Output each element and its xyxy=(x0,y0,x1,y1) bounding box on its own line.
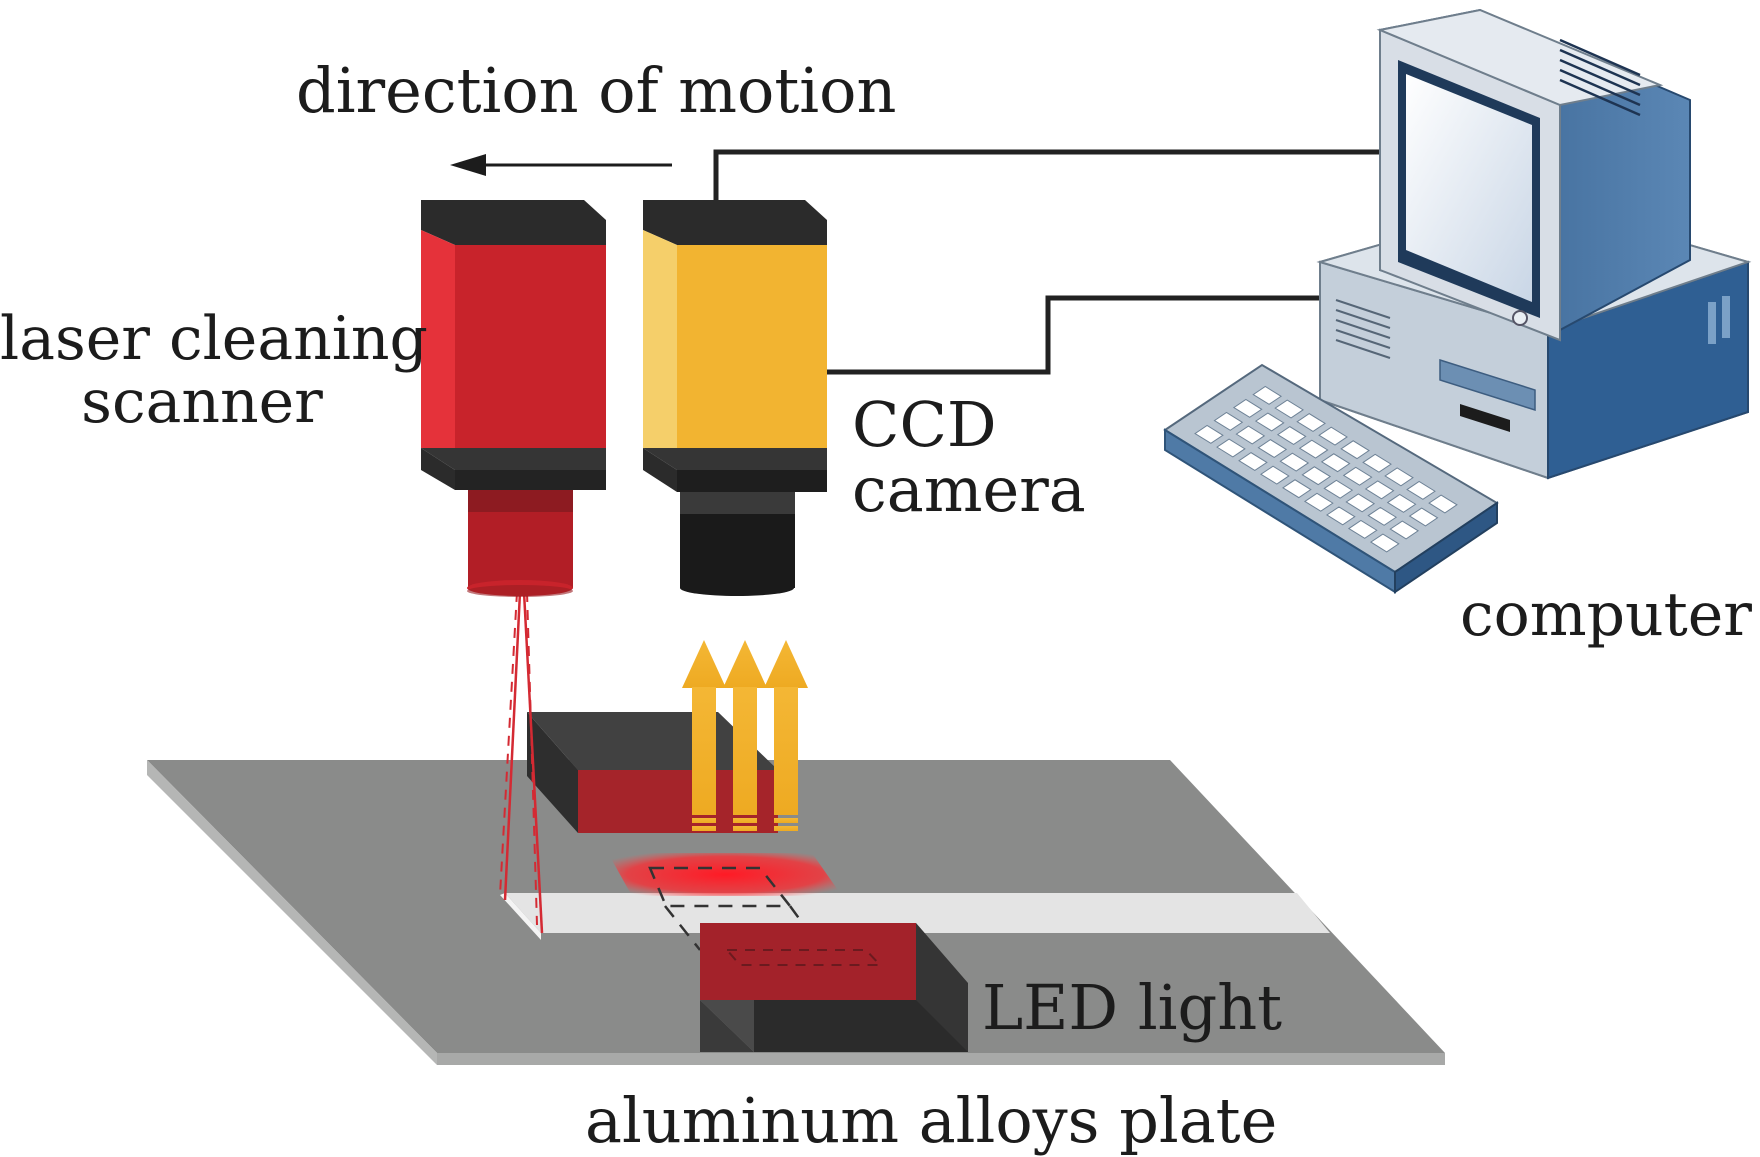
keyboard-key xyxy=(1304,492,1334,512)
keyboard-key xyxy=(1274,399,1304,419)
keyboard-key xyxy=(1389,520,1420,540)
keyboard-key xyxy=(1298,439,1329,459)
keyboard-key xyxy=(1325,506,1356,526)
keyboard-key xyxy=(1213,411,1244,431)
keyboard-key xyxy=(1364,480,1395,500)
keyboard-key xyxy=(1232,398,1263,418)
keyboard-icon xyxy=(1163,363,1499,594)
keyboard-key xyxy=(1296,413,1326,433)
keyboard-key xyxy=(1347,519,1378,539)
upward-light-arrow-icon xyxy=(682,640,808,831)
keyboard-key xyxy=(1276,426,1307,446)
keyboard-key xyxy=(1369,533,1400,553)
keyboard-key xyxy=(1260,465,1290,485)
keyboard-key xyxy=(1279,452,1310,472)
keyboard-key xyxy=(1238,452,1268,472)
scan-area-glow xyxy=(608,853,842,951)
ccd-label-line2: camera xyxy=(852,453,1086,527)
cleaned-strip-edge xyxy=(500,893,541,940)
keyboard-key xyxy=(1320,453,1351,473)
keyboard-key xyxy=(1323,479,1354,499)
ccd-camera xyxy=(643,200,827,596)
led-light-back xyxy=(527,712,778,833)
keyboard-key xyxy=(1254,412,1285,432)
computer-label: computer xyxy=(1460,580,1752,650)
aluminum-plate-label: aluminum alloys plate xyxy=(585,1084,1278,1157)
led-light-label: LED light xyxy=(982,971,1283,1044)
keyboard-key xyxy=(1362,453,1392,473)
ccd-label-line1: CCD xyxy=(852,388,997,461)
keyboard-key xyxy=(1301,466,1332,486)
laser-beam xyxy=(499,591,544,934)
keyboard-key xyxy=(1282,479,1312,499)
laser-scanner xyxy=(421,200,606,597)
keyboard-key xyxy=(1345,493,1376,513)
keyboard-key xyxy=(1235,425,1266,445)
keyboard-key xyxy=(1428,494,1458,514)
keyboard-key xyxy=(1406,480,1436,500)
left-arrow-icon xyxy=(450,154,672,176)
keyboard-key xyxy=(1342,466,1373,486)
laser-label-line2: scanner xyxy=(81,367,323,437)
computer-monitor-icon xyxy=(1316,8,1752,480)
keyboard-key xyxy=(1257,439,1288,459)
keyboard-key xyxy=(1384,467,1414,487)
led-light-front xyxy=(700,923,968,1052)
keyboard-key xyxy=(1408,507,1439,527)
laser-cleaning-scanner-label: laser cleaning scanner xyxy=(0,304,428,437)
keyboard-key xyxy=(1367,506,1398,526)
keyboard-key xyxy=(1216,438,1246,458)
laser-label-line1: laser cleaning xyxy=(0,304,428,374)
direction-of-motion-label: direction of motion xyxy=(296,54,897,127)
keyboard-key xyxy=(1386,493,1417,513)
keyboard-key xyxy=(1318,426,1348,446)
ccd-camera-label: CCD camera xyxy=(852,392,1086,522)
keyboard-key xyxy=(1340,440,1370,460)
keyboard-key xyxy=(1252,385,1283,405)
camera-cables xyxy=(713,149,1462,375)
keyboard-key xyxy=(1194,424,1224,444)
